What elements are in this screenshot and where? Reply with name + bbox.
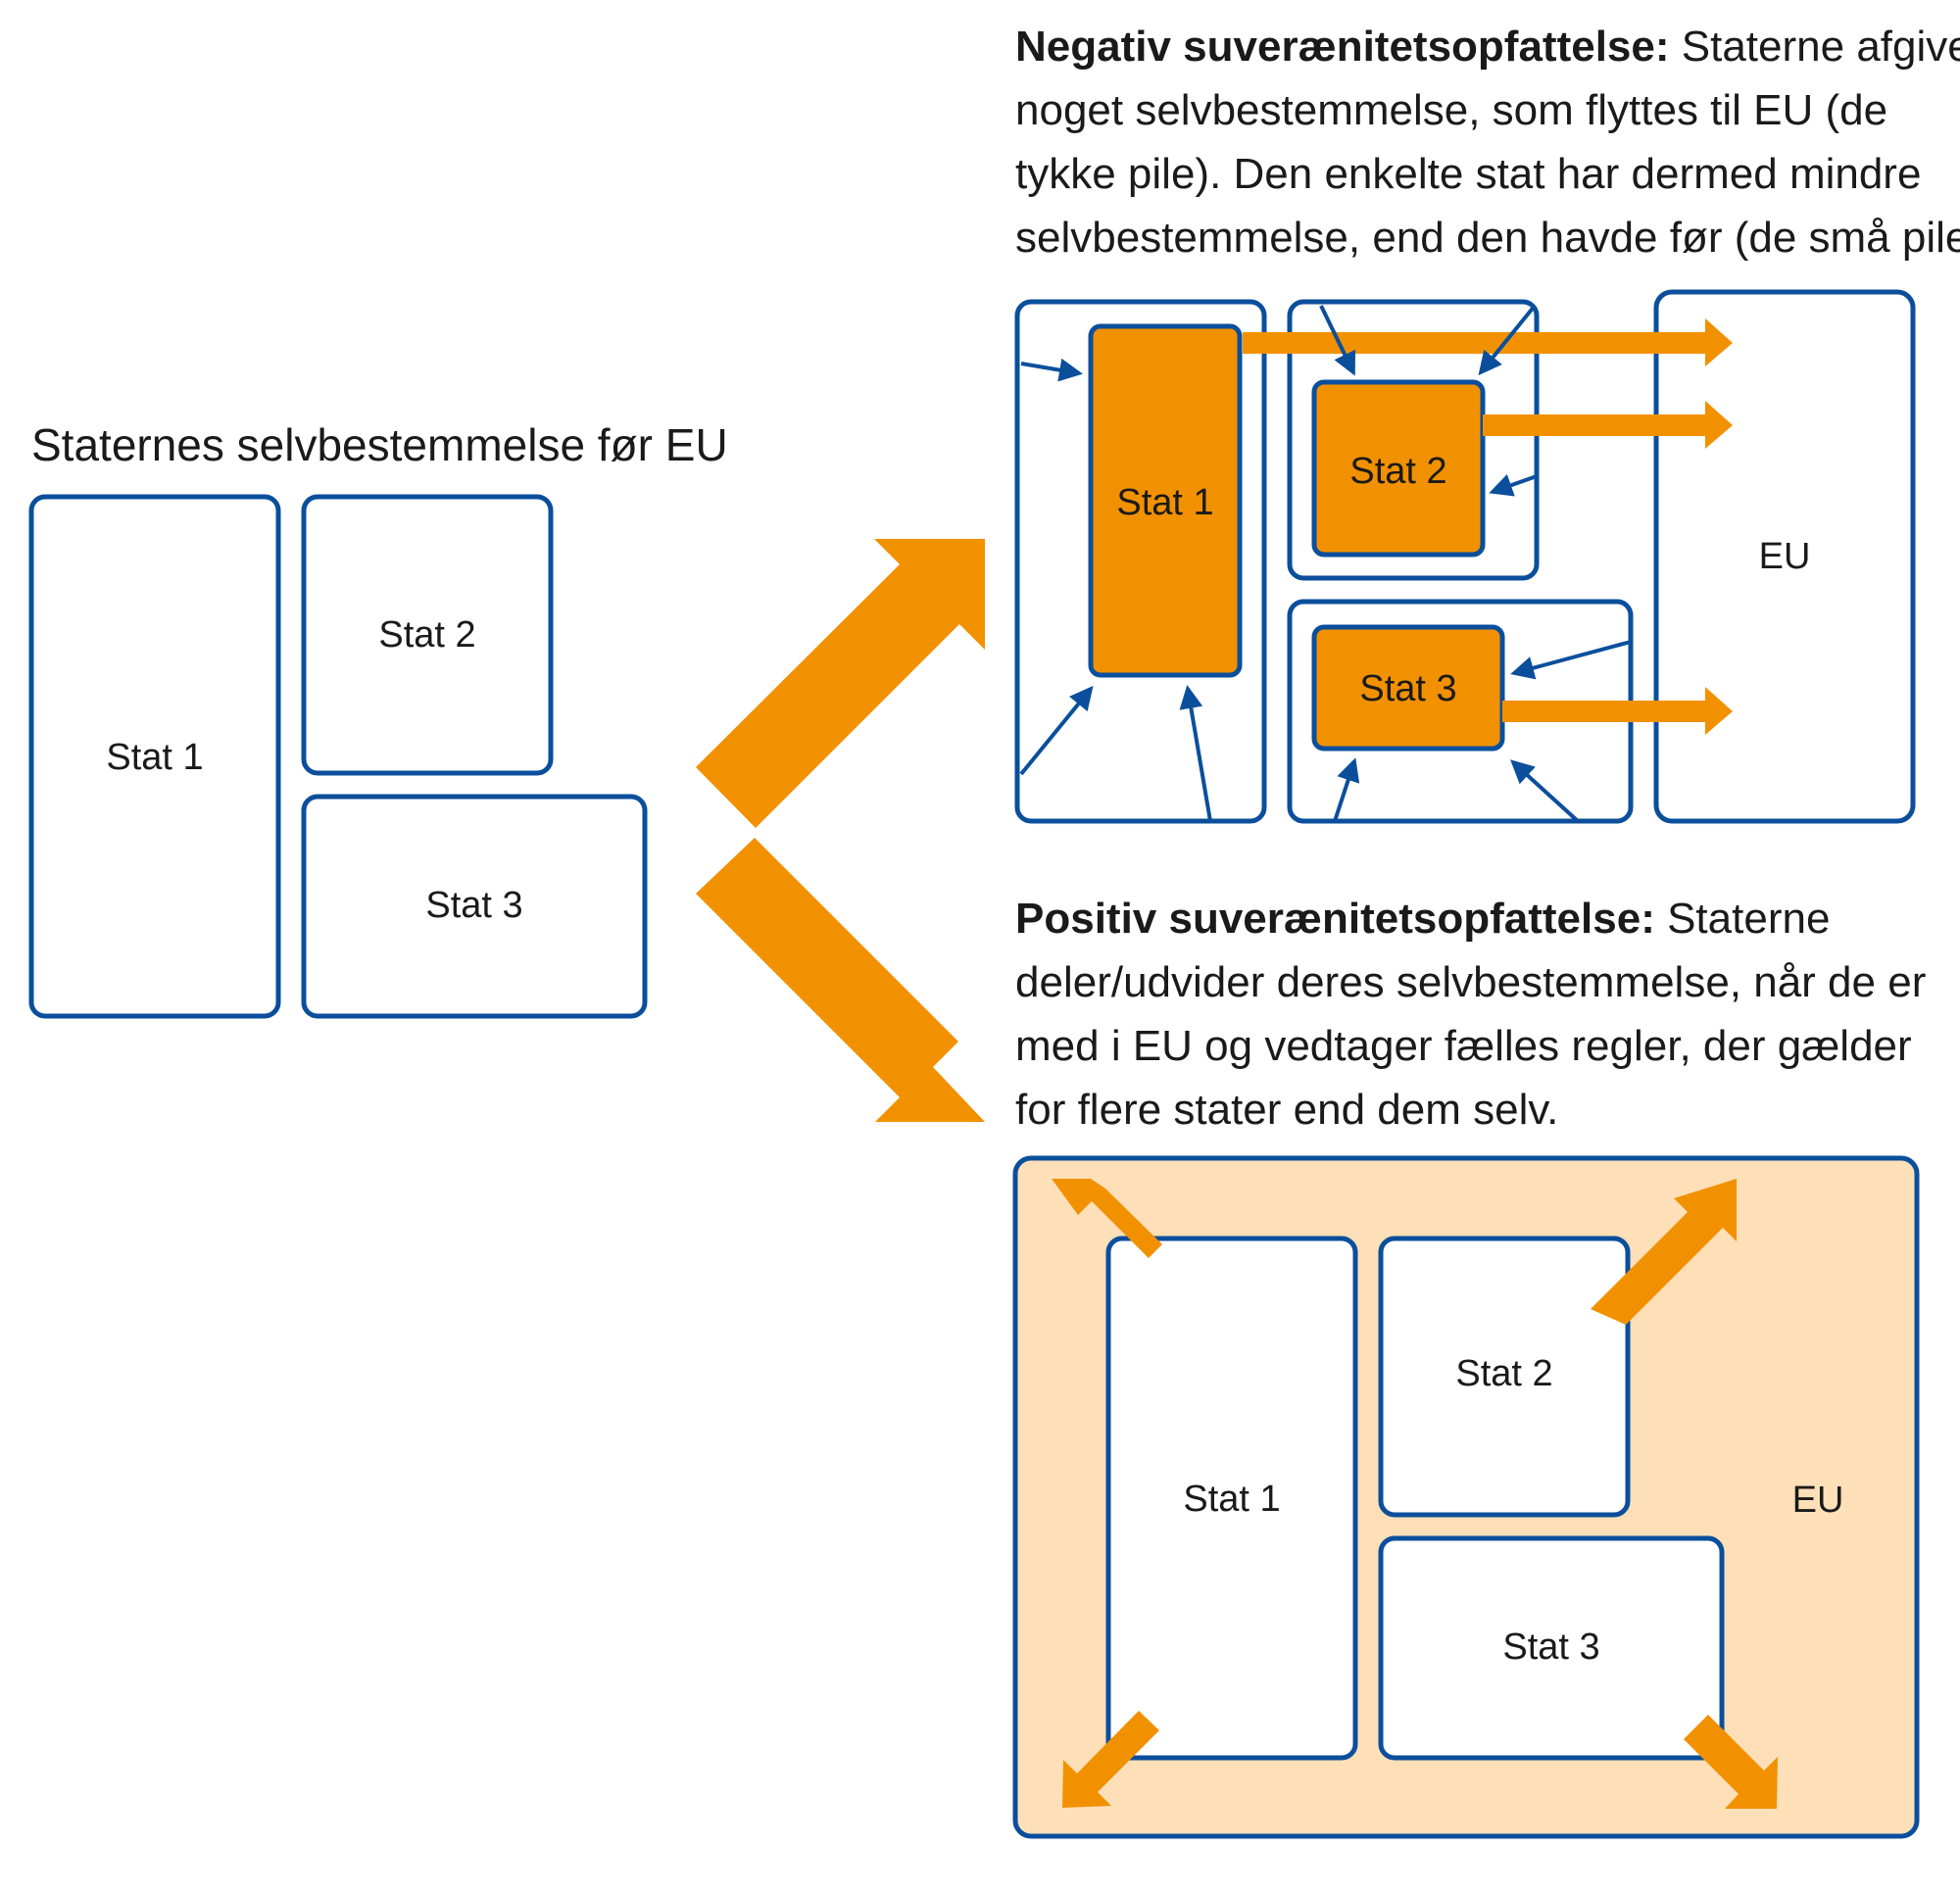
neg-thick-arrow-1 [1243,318,1733,366]
pos-stat3-label: Stat 3 [1502,1627,1599,1668]
pos-stat2-label: Stat 2 [1455,1353,1552,1394]
pos-stat2-box [1378,1236,1631,1518]
pos-arrow-top-right [1591,1179,1737,1325]
neg-small-arrow-7 [1510,640,1632,680]
negative-line-2: noget selvbestemmelse, som flyttes til E… [1015,86,1887,134]
neg-small-arrow-2 [1019,685,1094,776]
pos-stat3-box [1378,1535,1725,1761]
neg-thick-arrow-3 [1502,687,1733,735]
neg-small-arrow-4 [1319,305,1356,376]
neg-stat1-core [1088,323,1243,678]
positive-line-4: for flere stater end dem selv. [1015,1086,1558,1134]
before-stat1-box [28,494,281,1019]
neg-small-arrow-3 [1179,685,1212,822]
neg-small-arrow-6 [1489,473,1538,497]
neg-stat3-core [1311,624,1505,752]
pos-stat1-label: Stat 1 [1183,1479,1280,1520]
neg-thick-arrow-2 [1483,401,1733,449]
neg-small-arrow-9 [1333,757,1360,822]
before-stat3-label: Stat 3 [425,885,522,926]
neg-stat2-core [1311,379,1486,558]
pos-eu-label: EU [1792,1480,1844,1521]
before-stat2-label: Stat 2 [378,614,475,656]
neg-stat3-label: Stat 3 [1359,668,1456,709]
neg-eu-label: EU [1759,536,1811,577]
big-arrow-down [696,838,985,1122]
before-stat3-box [301,794,648,1019]
negative-line-4: selvbestemmelse, end den havde før (de s… [1015,214,1960,262]
pos-arrow-top-left [1052,1179,1162,1258]
negative-line-3: tykke pile). Den enkelte stat har dermed… [1015,150,1921,198]
neg-stat2-label: Stat 2 [1349,451,1446,492]
positive-line-2: deler/udvider deres selvbestemmelse, når… [1015,958,1926,1006]
positive-line-1: Positiv suverænitetsopfattelse: Staterne [1015,895,1830,943]
negative-line-1-rest: Staterne afgiver [1670,23,1960,71]
positive-bold: Positiv suverænitetsopfattelse: [1015,895,1655,943]
before-stat2-box [301,494,554,776]
neg-stat1-label: Stat 1 [1116,482,1213,523]
positive-line-1-rest: Staterne [1655,895,1831,943]
negative-bold: Negativ suverænitetsopfattelse: [1015,23,1670,71]
pos-arrow-bottom-right [1684,1715,1778,1809]
neg-small-arrow-8 [1510,759,1580,823]
neg-small-arrow-5 [1478,304,1537,376]
positive-line-3: med i EU og vedtager fælles regler, der … [1015,1022,1912,1070]
big-arrow-up [696,539,985,828]
before-title: Staternes selvbestemmelse før EU [31,419,728,470]
pos-stat1-box [1105,1236,1358,1761]
pos-arrow-bottom-left [1062,1711,1159,1808]
neg-small-arrow-1 [1020,358,1083,382]
before-stat1-label: Stat 1 [106,737,203,778]
negative-line-1: Negativ suverænitetsopfattelse: Staterne… [1015,23,1960,71]
